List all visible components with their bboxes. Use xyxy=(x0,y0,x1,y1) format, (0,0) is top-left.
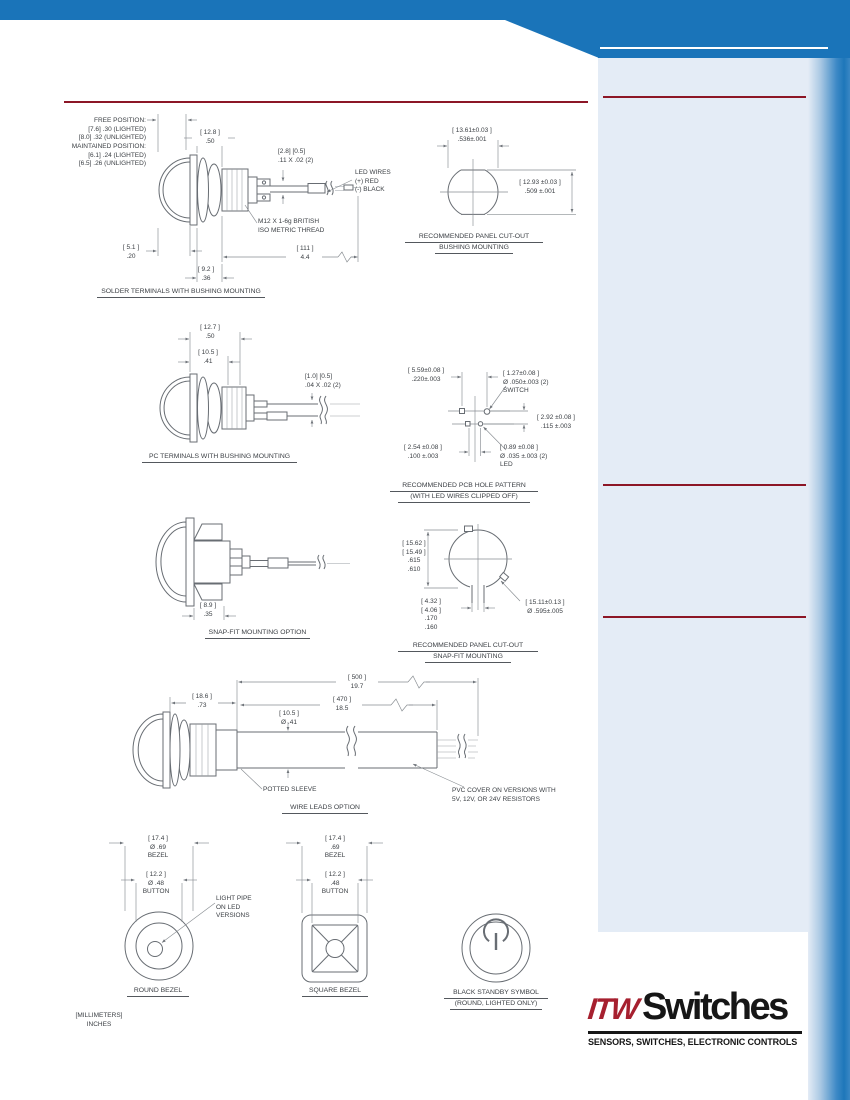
sidebar-panel xyxy=(598,58,808,932)
solder-dim-rear-label: [ 9.2 ] .36 xyxy=(197,266,215,282)
wire-potted-sleeve-label: POTTED SLEEVE xyxy=(263,786,317,793)
round-bezel-light-pipe-label: LIGHT PIPE ON LED VERSIONS xyxy=(216,895,252,920)
bushing-cutout-caption-1: RECOMMENDED PANEL CUT-OUT xyxy=(405,233,543,244)
solder-dim-terminal-label: [2.8] [0.5] .11 X .02 (2) xyxy=(278,148,314,164)
pcb-hole-pattern-drawing xyxy=(448,372,528,462)
right-gradient-bar xyxy=(808,58,850,1100)
snap-cutout-caption-1: RECOMMENDED PANEL CUT-OUT xyxy=(398,642,538,653)
solder-terminals-drawing xyxy=(146,114,360,282)
solder-dim-width-label: [ 12.8 ] .50 xyxy=(192,129,228,147)
pc-dim-terminal-label: [1.0] [0.5] .04 X .02 (2) xyxy=(305,373,341,389)
pcb-vertical-label: [ 2.92 ±0.08 ] .115 ±.003 xyxy=(537,414,575,430)
logo-itw-text: ITW xyxy=(586,993,639,1026)
wire-caption: WIRE LEADS OPTION xyxy=(282,804,368,815)
units-note: [MILLIMETERS] INCHES xyxy=(75,1012,123,1028)
solder-dim-length-label: [ 111 ] 4.4 xyxy=(288,245,322,263)
sidebar-header-band xyxy=(598,20,850,58)
logo-switches-text: Switches xyxy=(641,986,789,1028)
standby-symbol-drawing xyxy=(461,913,531,983)
pc-dim-inner-label: [ 10.5 ] .41 xyxy=(198,349,218,365)
square-bezel-drawing xyxy=(286,841,383,983)
top-blue-band xyxy=(0,0,850,20)
snap-cutout-drawing xyxy=(424,524,521,612)
sidebar-red-rule-2 xyxy=(603,484,806,486)
sidebar-red-rule-3 xyxy=(603,616,806,618)
sidebar-red-rule-1 xyxy=(603,96,806,98)
round-bezel-dim-button-label: [ 12.2 ] Ø .48 BUTTON xyxy=(142,871,170,896)
round-bezel-dim-bezel-label: [ 17.4 ] Ø .69 BEZEL xyxy=(147,835,169,860)
logo-underline xyxy=(588,1031,802,1034)
snap-fit-drawing xyxy=(155,517,350,620)
solder-caption: SOLDER TERMINALS WITH BUSHING MOUNTING xyxy=(97,288,265,299)
sidebar-header-white-line xyxy=(600,47,828,49)
snap-caption: SNAP-FIT MOUNTING OPTION xyxy=(205,629,310,640)
bushing-cutout-width-label: [ 13.61±0.03 ] .536±.001 xyxy=(452,127,492,143)
bushing-cutout-height-label: [ 12.93 ±0.03 ] .509 ±.001 xyxy=(519,179,561,195)
snap-dim-depth-label: [ 8.9 ] .35 xyxy=(199,602,217,618)
solder-thread-label: M12 X 1-6g BRITISH ISO METRIC THREAD xyxy=(258,218,325,234)
main-red-rule xyxy=(64,101,588,103)
pc-dim-width-label: [ 12.7 ] .50 xyxy=(200,324,220,340)
square-bezel-dim-bezel-label: [ 17.4 ] .69 BEZEL xyxy=(324,835,346,860)
snap-cutout-dia-label: [ 15.11±0.13 ] Ø .595±.005 xyxy=(525,599,565,615)
wire-dim-bezel-label: [ 18.6 ] .73 xyxy=(186,693,218,711)
round-bezel-caption: ROUND BEZEL xyxy=(127,987,189,998)
standby-caption-1: BLACK STANDBY SYMBOL xyxy=(444,989,548,1000)
solder-dim-front-label: [ 5.1 ] .20 xyxy=(122,244,140,260)
snap-cutout-height-label: [ 15.62 ] [ 15.49 ] .615 .610 xyxy=(402,540,426,573)
logo-tagline: SENSORS, SWITCHES, ELECTRONIC CONTROLS xyxy=(588,1036,798,1047)
wire-leads-drawing xyxy=(132,675,479,790)
pcb-spacing-bottom-label: [ 2.54 ±0.08 ] .100 ±.003 xyxy=(404,444,442,460)
pc-terminals-drawing xyxy=(159,332,360,443)
snap-cutout-slot-label: [ 4.32 ] [ 4.06 ] .170 .160 xyxy=(421,598,441,631)
pcb-spacing-top-label: [ 5.59±0.08 ] .220±.003 xyxy=(407,367,445,383)
pcb-caption-2: (WITH LED WIRES CLIPPED OFF) xyxy=(398,493,530,504)
wire-dim-dia-label: [ 10.5 ] Ø .41 xyxy=(279,710,299,726)
solder-free-position-label: FREE POSITION: [7.6] .30 (LIGHTED) [8.0]… xyxy=(71,117,146,168)
round-bezel-drawing xyxy=(109,841,216,981)
pcb-caption-1: RECOMMENDED PCB HOLE PATTERN xyxy=(390,482,538,493)
pcb-switch-holes-label: [ 1.27±0.08 ] Ø .050±.003 (2) SWITCH xyxy=(503,370,549,395)
snap-cutout-caption-2: SNAP-FIT MOUNTING xyxy=(425,653,511,664)
standby-caption-2: (ROUND, LIGHTED ONLY) xyxy=(450,1000,542,1011)
square-bezel-dim-button-label: [ 12.2 ] .48 BUTTON xyxy=(321,871,349,896)
square-bezel-caption: SQUARE BEZEL xyxy=(302,987,368,998)
pc-caption: PC TERMINALS WITH BUSHING MOUNTING xyxy=(142,453,297,464)
bushing-cutout-drawing xyxy=(437,140,576,226)
solder-led-wires-label: LED WIRES (+) RED (-) BLACK xyxy=(355,169,391,194)
wire-dim-total-label: [ 500 ] 19.7 xyxy=(340,674,374,692)
wire-dim-sleeve-label: [ 470 ] 18.5 xyxy=(324,696,360,714)
wire-pvc-cover-label: PVC COVER ON VERSIONS WITH 5V, 12V, OR 2… xyxy=(452,787,556,803)
pcb-led-holes-label: [ 0.89 ±0.08 ] Ø .035 ±.003 (2) LED xyxy=(500,444,548,469)
bushing-cutout-caption-2: BUSHING MOUNTING xyxy=(435,244,513,255)
